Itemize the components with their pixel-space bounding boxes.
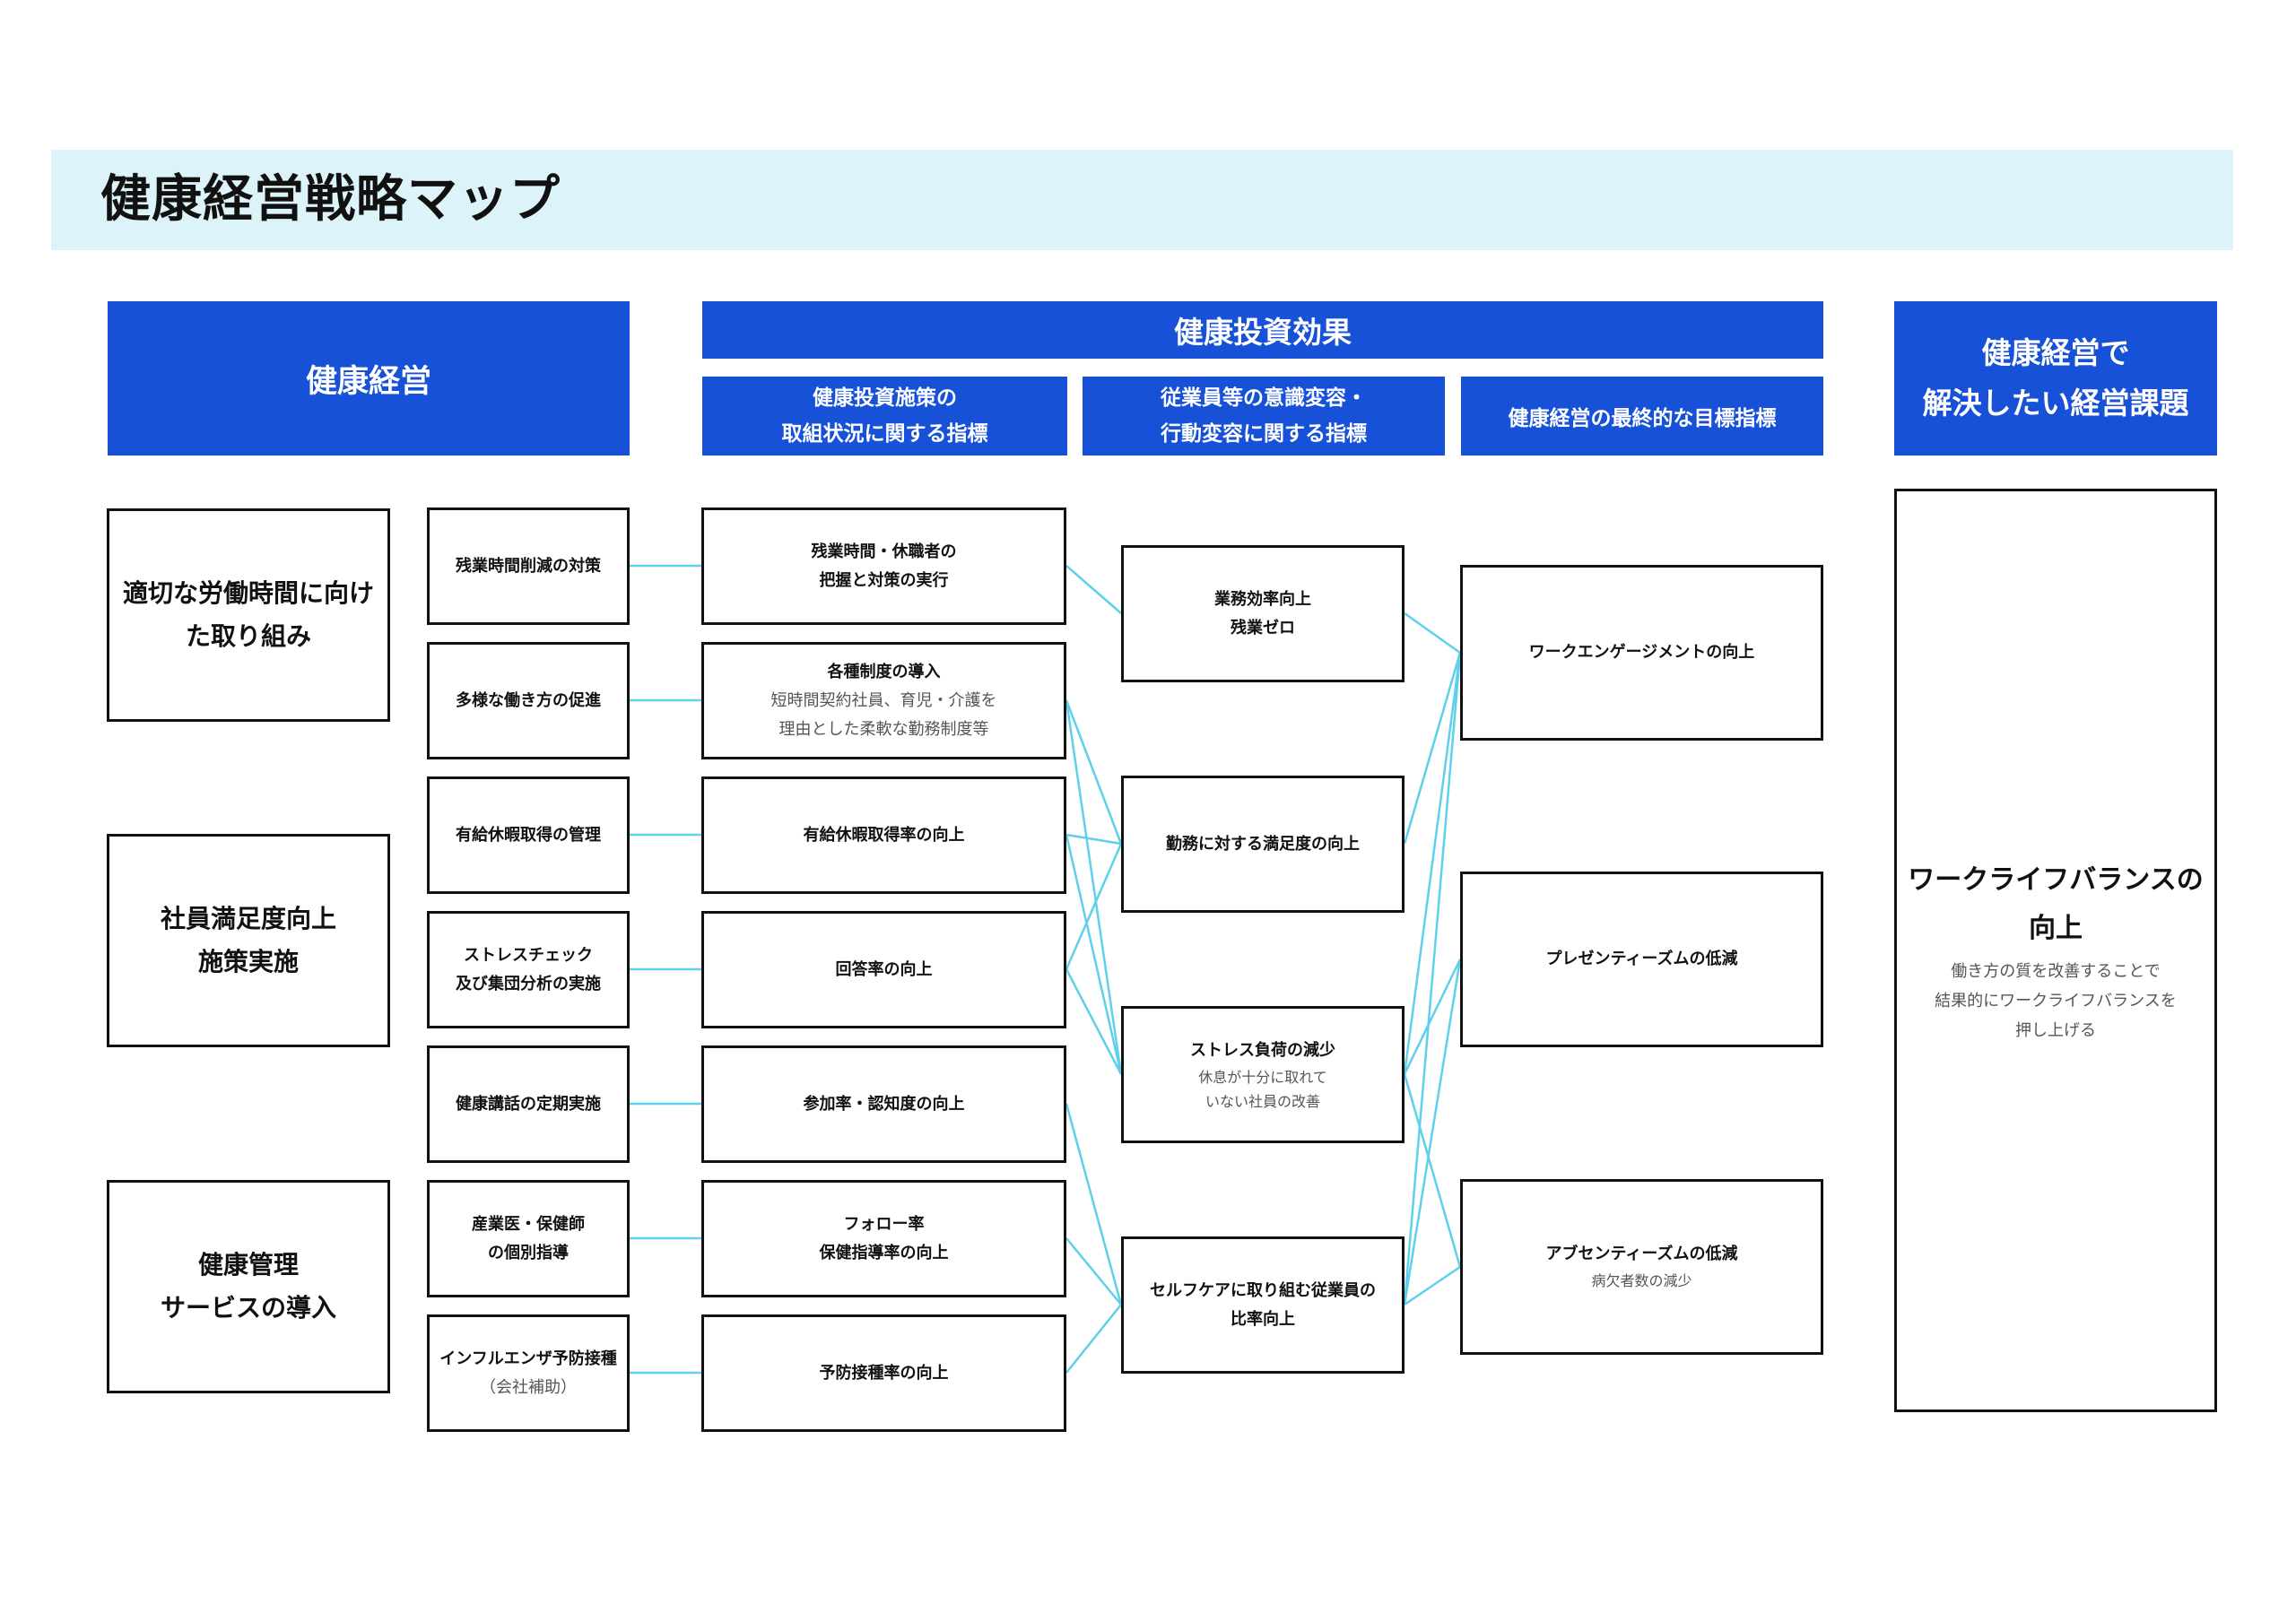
indicator-box: 残業時間・休職者の 把握と対策の実行 [701,507,1066,625]
connector-line [1065,565,1122,614]
measure-box: ストレスチェック 及び集団分析の実施 [427,911,630,1028]
indicator-title: 回答率の向上 [835,959,933,979]
behavior-subtitle: 休息が十分に取れて いない社員の改善 [1198,1068,1327,1110]
measure-subtitle: （会社補助） [480,1377,577,1397]
measure-title: 多様な働き方の促進 [456,690,601,710]
indicator-subtitle: 短時間契約社員、育児・介護を 理由とした柔軟な勤務制度等 [770,690,997,739]
header-issues: 健康経営で 解決したい経営課題 [1894,301,2217,455]
goal-subtitle: 病欠者数の減少 [1591,1272,1692,1289]
title-band: 健康経営戦略マップ [51,150,2233,250]
header-sub-behavior: 従業員等の意識変容・ 行動変容に関する指標 [1083,377,1445,455]
measure-title: ストレスチェック 及び集団分析の実施 [456,945,601,993]
indicator-box: 参加率・認知度の向上 [701,1045,1066,1163]
measure-box: インフルエンザ予防接種 （会社補助） [427,1314,630,1432]
goal-box: ワークエンゲージメントの向上 [1460,565,1823,741]
connector-line [1065,968,1123,1075]
indicator-title: 参加率・認知度の向上 [803,1094,965,1114]
issue-subtitle: 働き方の質を改善することで 結果的にワークライフバランスを 押し上げる [1935,961,2177,1040]
header-kenko-keiei: 健康経営 [108,301,630,455]
measure-box: 多様な働き方の促進 [427,642,630,759]
measure-box: 有給休暇取得の管理 [427,776,630,894]
group-label: 社員満足度向上 施策実施 [160,904,336,976]
goal-title: プレゼンティーズムの低減 [1545,950,1738,968]
indicator-title: 予防接種率の向上 [819,1363,949,1383]
connector-line [1403,958,1462,1075]
behavior-title: 勤務に対する満足度の向上 [1166,834,1360,854]
behavior-box: 業務効率向上 残業ゼロ [1121,545,1405,682]
header-issues-label: 健康経営で 解決したい経営課題 [1922,335,2189,421]
connector-line [1065,843,1123,970]
behavior-box: 勤務に対する満足度の向上 [1121,776,1405,913]
connector-line [1404,1265,1461,1306]
measure-title: 残業時間削減の対策 [456,556,601,576]
measure-title: インフルエンザ予防接種 [439,1349,617,1368]
indicator-title: 残業時間・休職者の 把握と対策の実行 [811,542,957,590]
indicator-box: 予防接種率の向上 [701,1314,1066,1432]
header-effect: 健康投資効果 [702,301,1823,359]
header-sub-behavior-label: 従業員等の意識変容・ 行動変容に関する指標 [1161,386,1367,446]
group-label: 健康管理 サービスの導入 [160,1250,336,1323]
header-sub-measures: 健康投資施策の 取組状況に関する指標 [702,377,1067,455]
measure-title: 健康講話の定期実施 [456,1094,601,1114]
connector-line [1403,652,1462,1075]
goal-title: ワークエンゲージメントの向上 [1528,643,1755,662]
header-sub-goals-label: 健康経営の最終的な目標指標 [1508,407,1777,430]
connector-line [1403,1073,1462,1268]
indicator-box: 回答率の向上 [701,911,1066,1028]
indicator-box: フォロー率 保健指導率の向上 [701,1180,1066,1297]
connector-line [1065,699,1123,1075]
group-label: 適切な労働時間に向け た取り組み [122,578,374,651]
connector-line [1403,958,1462,1305]
measure-title: 産業医・保健師 の個別指導 [472,1214,585,1262]
goal-title: アブセンティーズムの低減 [1545,1245,1738,1263]
header-sub-measures-label: 健康投資施策の 取組状況に関する指標 [781,386,988,446]
connector-line [1065,1237,1122,1305]
measure-box: 健康講話の定期実施 [427,1045,630,1163]
indicator-box: 有給休暇取得率の向上 [701,776,1066,894]
connector-line [1404,612,1461,655]
behavior-box: ストレス負荷の減少 休息が十分に取れて いない社員の改善 [1121,1006,1405,1143]
behavior-title: セルフケアに取り組む従業員の 比率向上 [1150,1280,1376,1329]
indicator-title: フォロー率 保健指導率の向上 [819,1214,949,1262]
behavior-title: 業務効率向上 残業ゼロ [1214,589,1311,638]
connector-line [1065,834,1123,1075]
indicator-title: 各種制度の導入 [827,662,941,681]
header-sub-goals: 健康経営の最終的な目標指標 [1461,377,1823,455]
indicator-box: 各種制度の導入 短時間契約社員、育児・介護を 理由とした柔軟な勤務制度等 [701,642,1066,759]
connector-line [1065,699,1123,845]
connector-line [1065,1304,1122,1374]
connector-line [1065,1103,1123,1305]
connector-line [1065,833,1122,846]
connector-line [1403,652,1462,845]
issue-box: ワークライフバランスの 向上 働き方の質を改善することで 結果的にワークライフバ… [1894,489,2217,1412]
goal-box: アブセンティーズムの低減 病欠者数の減少 [1460,1179,1823,1355]
measure-box: 残業時間削減の対策 [427,507,630,625]
page-title: 健康経営戦略マップ [100,170,561,229]
connector-line [1403,652,1462,1305]
group-box: 社員満足度向上 施策実施 [107,834,390,1047]
measure-title: 有給休暇取得の管理 [456,825,601,845]
issue-title: ワークライフバランスの 向上 [1908,863,2204,944]
header-effect-label: 健康投資効果 [1174,315,1352,350]
behavior-title: ストレス負荷の減少 [1190,1040,1335,1060]
group-box: 健康管理 サービスの導入 [107,1180,390,1393]
header-kenko-keiei-label: 健康経営 [305,363,431,400]
measure-box: 産業医・保健師 の個別指導 [427,1180,630,1297]
indicator-title: 有給休暇取得率の向上 [803,825,965,845]
behavior-box: セルフケアに取り組む従業員の 比率向上 [1121,1236,1405,1374]
goal-box: プレゼンティーズムの低減 [1460,872,1823,1047]
group-box: 適切な労働時間に向け た取り組み [107,508,390,722]
